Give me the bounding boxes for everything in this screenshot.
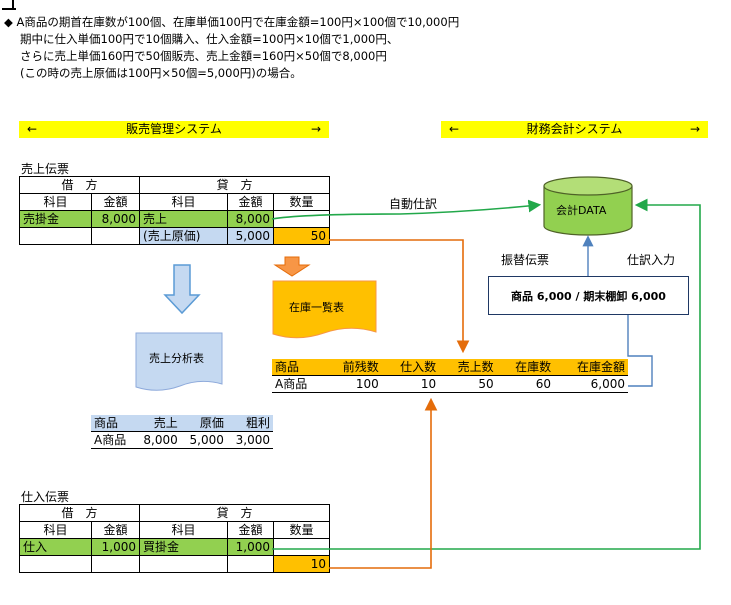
stock-list-doc-shape [272, 280, 377, 339]
col-qty: 数量 [273, 193, 331, 211]
purchase-connector [272, 198, 701, 550]
band-left-arrow-icon: ← [449, 122, 460, 136]
col-account: 科目 [139, 521, 229, 539]
table-row: A商品 100 10 50 60 6,000 [272, 375, 628, 393]
stock-cell: 10 [381, 375, 440, 393]
band-left-arrow-icon: ← [27, 122, 38, 136]
col-amount: 金額 [90, 521, 141, 539]
band-right-arrow-icon: → [310, 122, 321, 136]
sales-analysis-table: 商品 売上 原価 粗利 A商品 8,000 5,000 3,000 [91, 415, 273, 449]
journal-entry-label: 仕訳入力 [627, 253, 676, 267]
sales-analysis-label: 売上分析表 [149, 352, 204, 365]
orange-down-arrow-icon [273, 256, 311, 277]
intro-line-4: (この時の売上原価は100円×50個=5,000円)の場合。 [20, 66, 302, 80]
qty: 50 [273, 227, 331, 245]
stock-cell: 100 [324, 375, 382, 393]
stock-cell: 60 [496, 375, 555, 393]
intro-line-2: 期中に仕入単価100円で10個購入、仕入金額=100円×10個で1,000円、 [20, 32, 399, 46]
sales-analysis-doc-shape [135, 332, 223, 391]
transfer-entry-box: 商品 6,000 / 期末棚卸 6,000 [488, 276, 689, 315]
sales-cell: 8,000 [134, 431, 181, 449]
credit-amount: 5,000 [227, 227, 275, 245]
stock-header-opening: 前残数 [324, 359, 382, 376]
intro-line-3: さらに売上単価160円で50個販売、売上金額=160円×50個で8,000円 [20, 49, 387, 63]
sales-header-sales: 売上 [134, 415, 181, 432]
sales-system-band: ← 販売管理システム → [19, 121, 329, 138]
database-icon [543, 176, 633, 236]
sales-header-cost: 原価 [180, 415, 227, 432]
purchase-slip-table: 借 方 貸 方 科目 金額 科目 金額 数量 仕入 1,000 買掛金 1,00… [18, 504, 331, 573]
purchase-slip-title: 仕入伝票 [21, 490, 70, 504]
debit-account: 仕入 [19, 538, 92, 556]
band-right-arrow-icon: → [689, 122, 700, 136]
stock-to-box-connector [627, 315, 653, 387]
sales-slip-table: 借 方 貸 方 科目 金額 科目 金額 数量 売掛金 8,000 売上 8,00… [18, 176, 331, 245]
debit-amount [90, 227, 141, 245]
debit-account: 売掛金 [19, 210, 92, 228]
down-arrow-icon [163, 264, 201, 315]
cursor-mark [0, 0, 20, 12]
accounting-system-label: 財務会計システム [526, 122, 623, 136]
auto-journal-label: 自動仕訳 [389, 197, 438, 211]
sales-header-product: 商品 [91, 415, 135, 432]
stock-list-label: 在庫一覧表 [289, 301, 344, 314]
accounting-system-band: ← 財務会計システム → [441, 121, 708, 138]
auto-journal-connector [271, 199, 542, 220]
qty: 10 [273, 555, 331, 573]
debit-amount: 8,000 [90, 210, 141, 228]
stock-header-sales: 売上数 [439, 359, 497, 376]
bullet-icon: ◆ [4, 15, 13, 29]
sales-header-profit: 粗利 [226, 415, 273, 432]
database-label: 会計DATA [556, 204, 607, 217]
intro-line-1: A商品の期首在庫数が100個、在庫単価100円で在庫金額=100円×100個で1… [16, 15, 460, 29]
sales-cell: A商品 [91, 431, 135, 449]
stock-cell: 6,000 [554, 375, 628, 393]
purchase-qty-connector [329, 397, 438, 569]
table-row: A商品 8,000 5,000 3,000 [91, 431, 273, 449]
stock-header-amount: 在庫金額 [554, 359, 628, 376]
credit-account: (売上原価) [139, 227, 229, 245]
stock-header-product: 商品 [272, 359, 325, 376]
debit-amount [90, 555, 141, 573]
intro-text: ◆ A商品の期首在庫数が100個、在庫単価100円で在庫金額=100円×100個… [4, 14, 459, 82]
debit-amount: 1,000 [90, 538, 141, 556]
stock-cell: 50 [439, 375, 497, 393]
stock-header-stock: 在庫数 [496, 359, 555, 376]
credit-account: 売上 [139, 210, 229, 228]
sales-system-label: 販売管理システム [126, 122, 222, 136]
sales-cell: 3,000 [226, 431, 273, 449]
sales-qty-connector [329, 239, 470, 354]
credit-amount: 8,000 [227, 210, 275, 228]
sales-slip-title: 売上伝票 [21, 162, 70, 176]
sales-cell: 5,000 [180, 431, 227, 449]
stock-cell: A商品 [272, 375, 325, 393]
stock-table: 商品 前残数 仕入数 売上数 在庫数 在庫金額 A商品 100 10 50 60… [272, 359, 628, 393]
stock-header-purchase: 仕入数 [381, 359, 440, 376]
credit-amount: 1,000 [227, 538, 275, 556]
transfer-slip-label: 振替伝票 [501, 253, 550, 267]
